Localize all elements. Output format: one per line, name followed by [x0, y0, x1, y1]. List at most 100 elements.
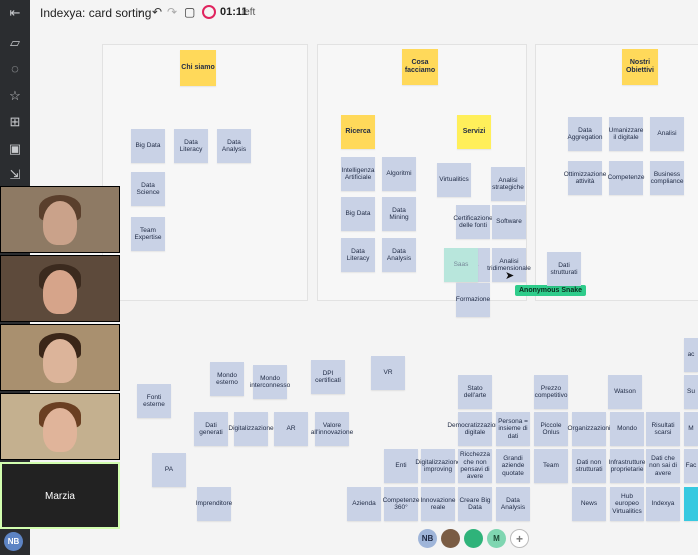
- card[interactable]: Fac: [684, 449, 698, 483]
- card[interactable]: Data Aggregation: [567, 117, 603, 151]
- card[interactable]: Analisi tridimensionale: [487, 248, 531, 282]
- card[interactable]: Grandi aziende quotate: [496, 449, 530, 483]
- star-icon[interactable]: ☆: [9, 88, 21, 103]
- card[interactable]: Su: [684, 375, 698, 409]
- presence-avatar-icon[interactable]: [464, 529, 483, 548]
- column-header[interactable]: Chi siamo: [180, 50, 216, 86]
- board-canvas[interactable]: Chi siamo Big Data Data Literacy Data An…: [60, 27, 698, 555]
- card[interactable]: Competenze: [608, 161, 644, 195]
- card[interactable]: Stato dell'arte: [458, 375, 492, 409]
- card[interactable]: Enti: [384, 449, 418, 483]
- cursor-arrow-icon: ➤: [505, 270, 515, 282]
- card[interactable]: Data Literacy: [341, 238, 375, 272]
- card[interactable]: Analisi: [650, 117, 684, 151]
- card[interactable]: Data Analysis: [496, 487, 530, 521]
- card[interactable]: AR: [274, 412, 308, 446]
- group-header[interactable]: Ricerca: [341, 115, 375, 149]
- card[interactable]: PA: [152, 453, 186, 487]
- card[interactable]: Dati strutturati: [547, 252, 581, 286]
- undo-icon[interactable]: ↶: [152, 5, 163, 19]
- card[interactable]: Innovazione reale: [420, 487, 456, 521]
- card[interactable]: News: [572, 487, 606, 521]
- card[interactable]: Analisi strategiche: [491, 167, 525, 201]
- card[interactable]: M: [684, 412, 698, 446]
- card[interactable]: Mondo interconnesso: [250, 365, 290, 399]
- card[interactable]: Virtualitics: [437, 163, 471, 197]
- export-icon[interactable]: ⇲: [9, 167, 21, 182]
- card[interactable]: Imprenditore: [196, 487, 232, 521]
- card[interactable]: Valore all'innovazione: [311, 412, 353, 446]
- card[interactable]: Formazione: [456, 283, 490, 317]
- video-tile[interactable]: [0, 393, 120, 460]
- image-icon[interactable]: ▣: [8, 141, 22, 156]
- card[interactable]: Data Analysis: [217, 129, 251, 163]
- comment-icon[interactable]: ◌: [11, 61, 19, 76]
- card[interactable]: Piccole Onlus: [534, 412, 568, 446]
- card[interactable]: Azienda: [347, 487, 381, 521]
- card[interactable]: Saas: [444, 248, 478, 282]
- card[interactable]: Hub europeo Virtualitics: [610, 487, 644, 521]
- board-title[interactable]: Indexya: card sorting: [40, 6, 152, 20]
- frame-icon[interactable]: ▢: [184, 5, 196, 19]
- self-avatar[interactable]: NB: [4, 532, 23, 551]
- card[interactable]: Data Science: [131, 172, 165, 206]
- video-tile-muted[interactable]: Marzia: [0, 462, 120, 529]
- card[interactable]: Algoritmi: [382, 157, 416, 191]
- video-tile[interactable]: [0, 255, 120, 322]
- presence-avatar-photo[interactable]: [441, 529, 460, 548]
- video-call-panel: Marzia: [0, 186, 120, 531]
- card[interactable]: Digitalizzazione improving: [415, 449, 461, 483]
- card[interactable]: Team: [534, 449, 568, 483]
- chevron-down-icon[interactable]: ⌄: [136, 5, 145, 16]
- redo-icon[interactable]: ↷: [167, 5, 178, 19]
- timer-icon[interactable]: [202, 5, 216, 19]
- column-header[interactable]: Nostri Obiettivi: [622, 49, 658, 85]
- card[interactable]: ac: [684, 338, 698, 372]
- card[interactable]: Ottimizzazione attività: [564, 161, 606, 195]
- group-header[interactable]: Servizi: [457, 115, 491, 149]
- column-header[interactable]: Cosa facciamo: [402, 49, 438, 85]
- card[interactable]: Democratizzazione digitale: [447, 412, 503, 446]
- card[interactable]: Dati non strutturati: [572, 449, 606, 483]
- video-tile[interactable]: [0, 324, 120, 391]
- card[interactable]: DPI certificati: [311, 360, 345, 394]
- card[interactable]: Digitalizzazione: [228, 412, 274, 446]
- card[interactable]: Certificazione delle fonti: [453, 205, 493, 239]
- card[interactable]: Competenze 360°: [383, 487, 419, 521]
- card[interactable]: Fonti esterne: [137, 384, 171, 418]
- card-selected[interactable]: [684, 487, 698, 521]
- card[interactable]: Dati generati: [194, 412, 228, 446]
- presence-avatar[interactable]: M: [487, 529, 506, 548]
- card[interactable]: Software: [492, 205, 526, 239]
- card[interactable]: Creare Big Data: [458, 487, 492, 521]
- video-tile[interactable]: [0, 186, 120, 253]
- invite-button[interactable]: +: [510, 529, 529, 548]
- card[interactable]: Organizzazioni: [568, 412, 611, 446]
- card[interactable]: Data Literacy: [174, 129, 208, 163]
- back-icon[interactable]: ⇤: [9, 5, 21, 20]
- card[interactable]: Data Mining: [382, 197, 416, 231]
- card[interactable]: Mondo: [610, 412, 644, 446]
- card[interactable]: Umanizzare il digitale: [609, 117, 643, 151]
- card[interactable]: Mondo esterno: [210, 362, 244, 396]
- card[interactable]: Dati che non sai di avere: [646, 449, 680, 483]
- card[interactable]: Big Data: [341, 197, 375, 231]
- card[interactable]: VR: [371, 356, 405, 390]
- card[interactable]: Infrastrutture proprietarie: [609, 449, 645, 483]
- card[interactable]: Persona = insieme di dati: [496, 412, 530, 446]
- presence-avatar[interactable]: NB: [418, 529, 437, 548]
- card[interactable]: Watson: [608, 375, 642, 409]
- cursor-label: Anonymous Snake: [515, 285, 587, 296]
- card[interactable]: Indexya: [646, 487, 680, 521]
- card[interactable]: Data Analysis: [382, 238, 416, 272]
- card[interactable]: Prezzo competitivo: [534, 375, 568, 409]
- grid-icon[interactable]: ⊞: [9, 114, 21, 129]
- card[interactable]: Big Data: [131, 129, 165, 163]
- card[interactable]: Risultati scarsi: [646, 412, 680, 446]
- card[interactable]: Intelligenza Artificiale: [341, 157, 375, 191]
- card[interactable]: Ricchezza che non pensavi di avere: [458, 449, 492, 483]
- card[interactable]: Business compliance: [650, 161, 684, 195]
- note-icon[interactable]: ▱: [10, 35, 20, 50]
- board-header: Indexya: card sorting ⌄ ↶ ↷ ▢ 01:11 left: [30, 0, 698, 27]
- card[interactable]: Team Expertise: [131, 217, 165, 251]
